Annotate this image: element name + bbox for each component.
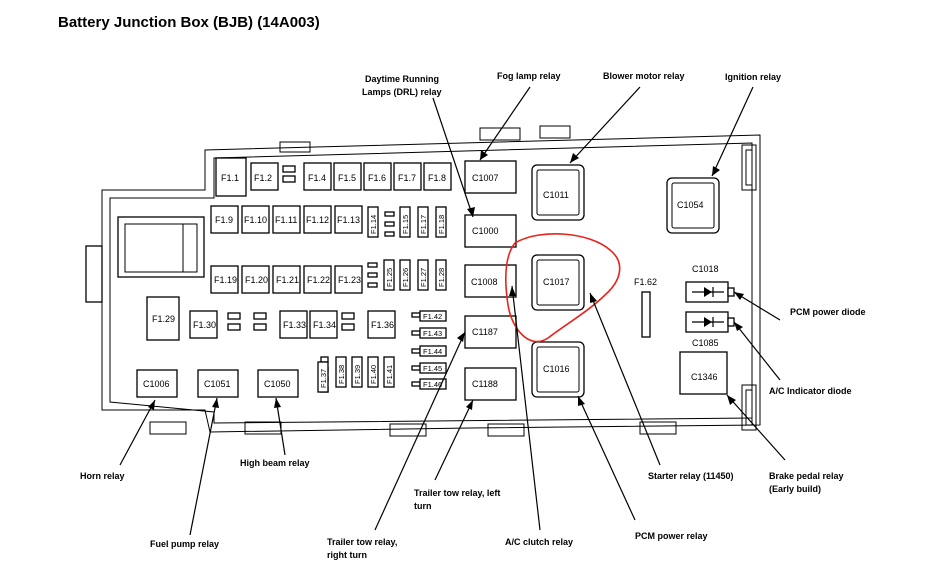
- fuse-label: F1.17: [419, 215, 428, 234]
- fuse-label: F1.11: [275, 215, 297, 225]
- callout-trailer-left-line1: Trailer tow relay, left: [414, 488, 500, 498]
- callout-fuel-pump-relay: Fuel pump relay: [150, 539, 219, 549]
- relay-column-center: C1007 C1000 C1008 C1187 C1188: [464, 160, 517, 401]
- fuse-label: F1.34: [313, 320, 336, 330]
- callout-fog-lamp-relay: Fog lamp relay: [497, 71, 561, 81]
- leader-lines: [119, 86, 786, 536]
- fuse-label: F1.62: [634, 277, 657, 287]
- callout-labels: Daytime Running Lamps (DRL) relay Fog la…: [80, 71, 866, 560]
- callout-brake-pedal-relay-line2: (Early build): [769, 484, 821, 494]
- junction-box-housing: [85, 125, 761, 437]
- fuse-row-2: F1.9 F1.10 F1.11 F1.12 F1.13 F1.14 F1.15…: [210, 205, 447, 238]
- fuse-label: F1.27: [419, 268, 428, 287]
- fuse-label: F1.28: [437, 268, 446, 287]
- fuse-label: F1.19: [214, 275, 237, 285]
- fuse-label: F1.45: [423, 364, 442, 373]
- diode-group: C1018 C1085 C1346: [679, 264, 735, 395]
- fuse-f162: F1.62: [634, 277, 657, 338]
- callout-brake-pedal-relay-line1: Brake pedal relay: [769, 471, 844, 481]
- relay-label: C1346: [691, 372, 718, 382]
- callout-pcm-power-diode: PCM power diode: [790, 307, 866, 317]
- relay-label: C1017: [543, 277, 570, 287]
- fuse-label: F1.25: [385, 268, 394, 287]
- relay-row-bottom: C1006 C1051 C1050: [136, 369, 299, 398]
- relay-label: C1051: [204, 379, 231, 389]
- fuse-label: F1.4: [308, 173, 326, 183]
- fuse-label: F1.36: [371, 320, 394, 330]
- fuse-row-5: F1.37 F1.38 F1.39 F1.40 F1.41: [317, 356, 395, 393]
- fuse-label: F1.12: [306, 215, 329, 225]
- fuse-label: F1.1: [221, 173, 239, 183]
- fuse-label: F1.41: [385, 365, 394, 384]
- callout-horn-relay: Horn relay: [80, 471, 125, 481]
- fuse-label: F1.14: [369, 215, 378, 234]
- fuse-label: F1.44: [423, 347, 442, 356]
- relay-label: C1018: [692, 264, 719, 274]
- fuse-label: F1.7: [398, 173, 416, 183]
- fuse-label: F1.46: [423, 380, 442, 389]
- fuse-label: F1.33: [283, 320, 306, 330]
- relay-label: C1006: [143, 379, 170, 389]
- callout-drl-line2: Lamps (DRL) relay: [362, 87, 442, 97]
- callout-ac-indicator-diode: A/C Indicator diode: [769, 386, 852, 396]
- fuse-label: F1.21: [276, 275, 299, 285]
- relay-label: C1188: [472, 379, 498, 389]
- fuse-column-right: F1.42 F1.43 F1.44 F1.45 F1.46: [411, 310, 447, 390]
- relay-label: C1187: [472, 327, 498, 337]
- fuse-label: F1.29: [152, 314, 175, 324]
- fuse-row-3: F1.19 F1.20 F1.21 F1.22 F1.23 F1.25 F1.2…: [210, 259, 447, 294]
- fuse-label: F1.38: [337, 365, 346, 384]
- fuse-label: F1.10: [244, 215, 267, 225]
- fuse-label: F1.37: [319, 369, 328, 388]
- relay-label: C1007: [472, 173, 499, 183]
- relay-label: C1008: [471, 277, 498, 287]
- relay-label: C1011: [543, 190, 569, 200]
- relay-label: C1016: [543, 364, 570, 374]
- fuse-label: F1.43: [423, 329, 442, 338]
- callout-ignition-relay: Ignition relay: [725, 72, 781, 82]
- fuse-label: F1.6: [368, 173, 386, 183]
- relay-label: C1054: [677, 200, 704, 210]
- callout-high-beam-relay: High beam relay: [240, 458, 310, 468]
- fuse-label: F1.23: [338, 275, 361, 285]
- callout-starter-relay: Starter relay (11450): [648, 471, 734, 481]
- relay-label: C1050: [264, 379, 291, 389]
- relay-label: C1000: [472, 226, 499, 236]
- page-title: Battery Junction Box (BJB) (14A003): [58, 14, 320, 31]
- relay-label: C1085: [692, 338, 719, 348]
- fuse-label: F1.9: [215, 215, 233, 225]
- fuse-label: F1.39: [353, 365, 362, 384]
- fuse-label: F1.20: [245, 275, 268, 285]
- callout-trailer-right-line2: right turn: [327, 550, 367, 560]
- fuse-label: F1.22: [307, 275, 330, 285]
- fuse-label: F1.30: [193, 320, 216, 330]
- fuse-label: F1.8: [428, 173, 446, 183]
- fuse-label: F1.2: [254, 173, 272, 183]
- fuse-label: F1.5: [338, 173, 356, 183]
- fuse-label: F1.42: [423, 312, 442, 321]
- callout-blower-motor-relay: Blower motor relay: [603, 71, 685, 81]
- callout-drl-line1: Daytime Running: [365, 74, 439, 84]
- relay-large-group: C1011 C1017 C1016 C1054: [531, 164, 720, 398]
- fuse-label: F1.18: [437, 215, 446, 234]
- fuse-label: F1.15: [401, 215, 410, 234]
- fuse-row-1: F1.1 F1.2 F1.4 F1.5 F1.6 F1.7 F1.8: [215, 157, 452, 197]
- fuse-row-4: F1.29 F1.30 F1.33 F1.34 F1.36: [146, 296, 396, 341]
- callout-pcm-power-relay: PCM power relay: [635, 531, 708, 541]
- callout-trailer-left-line2: turn: [414, 501, 432, 511]
- fuse-label: F1.40: [369, 365, 378, 384]
- callout-trailer-right-line1: Trailer tow relay,: [327, 537, 397, 547]
- fuse-label: F1.26: [401, 268, 410, 287]
- callout-ac-clutch-relay: A/C clutch relay: [505, 537, 573, 547]
- red-annotation-circle: [504, 233, 621, 343]
- fuse-label: F1.13: [337, 215, 360, 225]
